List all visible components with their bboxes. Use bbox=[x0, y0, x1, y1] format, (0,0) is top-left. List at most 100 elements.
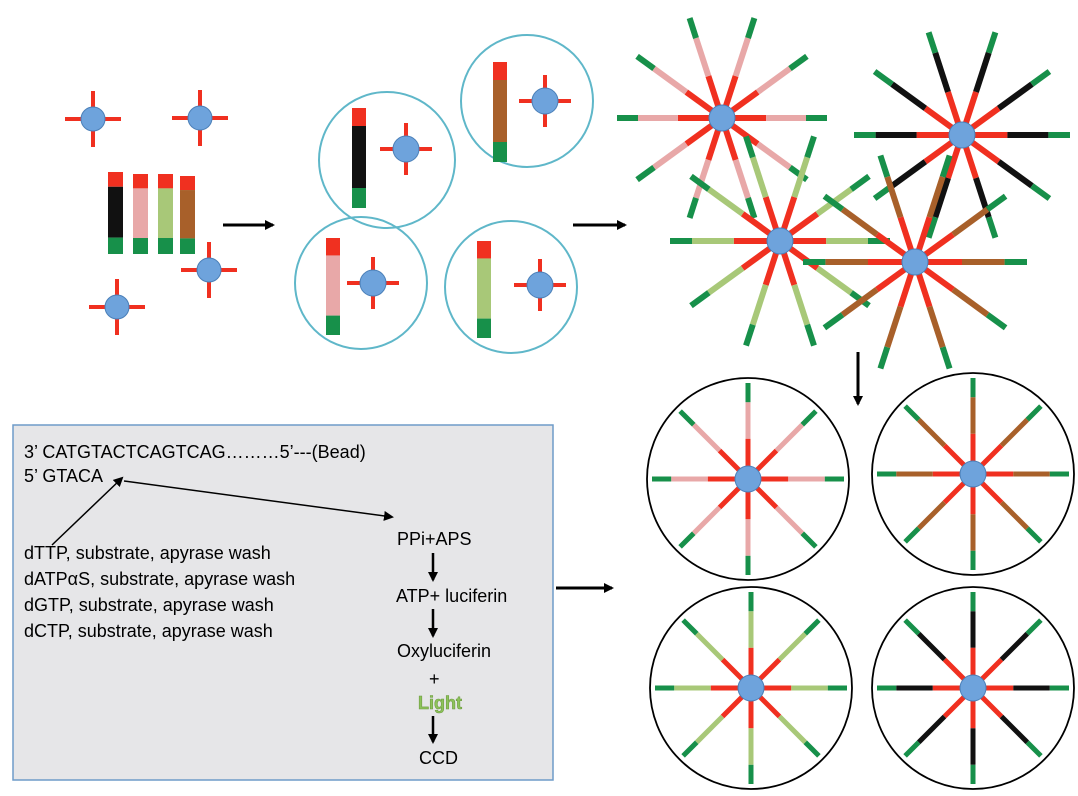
strand-adaptor bbox=[903, 526, 921, 544]
strand-insert bbox=[916, 500, 947, 531]
strand-adaptor bbox=[686, 196, 699, 219]
ppi-release-arrow-icon bbox=[123, 480, 394, 521]
strand-adaptor bbox=[877, 346, 891, 370]
bead bbox=[959, 460, 987, 488]
fragment-adaptor-a bbox=[493, 62, 507, 80]
strand-insert bbox=[749, 283, 769, 326]
strand-insert bbox=[749, 156, 769, 199]
bead bbox=[766, 227, 794, 255]
strand-adaptor bbox=[872, 69, 894, 87]
strand-insert bbox=[652, 141, 689, 170]
fragment-adaptor-b bbox=[493, 142, 507, 162]
strand-adaptor bbox=[743, 323, 756, 347]
bead bbox=[737, 674, 765, 702]
strand-insert bbox=[999, 714, 1030, 745]
strand-insert bbox=[999, 631, 1030, 662]
strand-insert bbox=[884, 175, 904, 219]
strand-adaptor bbox=[1030, 69, 1052, 87]
bead bbox=[901, 248, 929, 276]
strand-insert bbox=[973, 51, 992, 93]
fragment-insert bbox=[133, 188, 148, 238]
wash-step-3: dGTP, substrate, apyrase wash bbox=[24, 595, 274, 615]
wash-step-4: dCTP, substrate, apyrase wash bbox=[24, 621, 273, 641]
strand-insert bbox=[951, 206, 990, 237]
pyrosequencing-reaction-panel: 3’ CATGTACTCAGTCAG………5’---(Bead) 5’ GTAC… bbox=[12, 424, 554, 781]
light-label: Light bbox=[418, 693, 462, 713]
wash-step-2: dATPαS, substrate, apyrase wash bbox=[24, 569, 295, 589]
strand-adaptor bbox=[678, 409, 696, 427]
fragment-adaptor-a bbox=[326, 238, 340, 256]
fragment-adaptor-b bbox=[180, 238, 195, 254]
strand-adaptor bbox=[803, 618, 821, 636]
emulsion-droplet bbox=[444, 220, 578, 354]
strand-adaptor bbox=[686, 17, 699, 40]
template-strand-text: 3’ CATGTACTCAGTCAG………5’---(Bead) bbox=[24, 442, 366, 462]
picotiter-well bbox=[646, 377, 850, 581]
strand-insert bbox=[777, 631, 808, 662]
bead bbox=[187, 105, 213, 131]
bead bbox=[708, 104, 736, 132]
strand-adaptor bbox=[800, 531, 818, 549]
bead bbox=[959, 674, 987, 702]
strand-insert bbox=[774, 505, 805, 536]
fragment-insert bbox=[158, 188, 173, 238]
strand-adaptor bbox=[903, 618, 921, 636]
strand-insert bbox=[932, 177, 951, 219]
fragment-adaptor-b bbox=[477, 318, 491, 338]
strand-insert bbox=[652, 66, 689, 95]
strand-insert bbox=[791, 283, 811, 326]
strand-insert bbox=[932, 51, 951, 93]
strand-adaptor bbox=[1025, 404, 1043, 422]
strand-adaptor bbox=[788, 164, 809, 183]
strand-adaptor bbox=[1025, 740, 1043, 758]
wash-step-1: dTTP, substrate, apyrase wash bbox=[24, 543, 271, 563]
strand-adaptor bbox=[985, 193, 1008, 212]
emulsion-droplet bbox=[460, 34, 594, 168]
strand-insert bbox=[815, 265, 853, 296]
fragment-adaptor-b bbox=[108, 237, 123, 254]
strand-insert bbox=[694, 631, 725, 662]
strand-adaptor bbox=[745, 17, 758, 40]
strand-adaptor bbox=[985, 312, 1008, 331]
strand-adaptor bbox=[804, 135, 817, 159]
oxyluciferin-text: Oxyluciferin bbox=[397, 641, 491, 661]
bead bbox=[392, 135, 420, 163]
bead bbox=[526, 271, 554, 299]
fragment-adaptor-a bbox=[352, 108, 366, 126]
bead bbox=[80, 106, 106, 132]
strand-insert bbox=[755, 66, 792, 95]
strand-adaptor bbox=[822, 312, 845, 331]
emulsion-droplets bbox=[294, 34, 594, 354]
strand-insert bbox=[691, 505, 722, 536]
bead bbox=[531, 87, 559, 115]
strand-insert bbox=[791, 156, 811, 199]
ppi-aps-text: PPi+APS bbox=[397, 529, 472, 549]
strand-insert bbox=[774, 422, 805, 453]
strand-insert bbox=[884, 305, 904, 349]
strand-adaptor bbox=[681, 618, 699, 636]
strand-insert bbox=[926, 175, 946, 219]
strand-insert bbox=[916, 714, 947, 745]
emulsion-droplet bbox=[318, 91, 456, 229]
picotiter-well bbox=[871, 586, 1075, 790]
strand-insert bbox=[840, 206, 879, 237]
strand-adaptor bbox=[903, 404, 921, 422]
bead bbox=[104, 294, 130, 320]
amplified-beads bbox=[617, 17, 1070, 370]
bead bbox=[948, 121, 976, 149]
strand-adaptor bbox=[689, 290, 711, 309]
ccd-text: CCD bbox=[419, 748, 458, 768]
fragment-insert bbox=[180, 190, 195, 239]
strand-adaptor bbox=[800, 409, 818, 427]
strand-adaptor bbox=[939, 346, 953, 370]
strand-insert bbox=[999, 417, 1030, 448]
strand-adaptor bbox=[822, 193, 845, 212]
strand-insert bbox=[951, 287, 990, 318]
strand-adaptor bbox=[939, 154, 953, 178]
fragment-adaptor-a bbox=[108, 172, 123, 187]
strand-insert bbox=[777, 714, 808, 745]
strand-adaptor bbox=[985, 216, 999, 239]
bead bbox=[734, 465, 762, 493]
strand-adaptor bbox=[681, 740, 699, 758]
